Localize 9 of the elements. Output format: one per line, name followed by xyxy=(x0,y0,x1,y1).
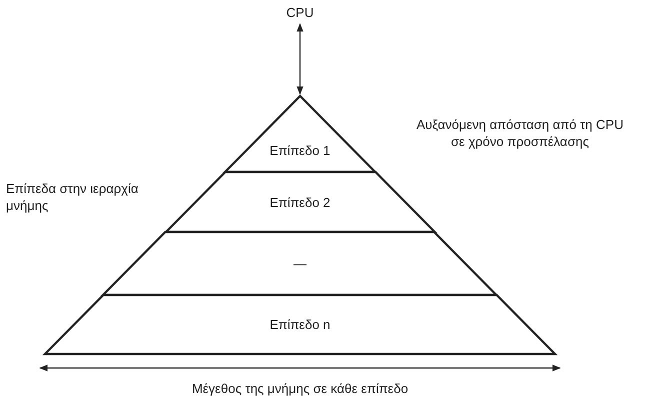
level-label: Επίπεδο n xyxy=(268,316,332,333)
level-label: — xyxy=(292,255,308,272)
level-label: Επίπεδο 1 xyxy=(268,142,332,158)
annotation-text: Επίπεδα στην ιεραρχία μνήμης xyxy=(6,180,140,214)
arrow xyxy=(296,23,304,95)
axis-caption: Μέγεθος της μνήμης σε κάθε επίπεδο xyxy=(190,380,410,397)
processor-label: CPU xyxy=(280,4,320,21)
annotation-text: Αυξανόμενη απόσταση από τη CPU σε χρόνο προσπέλασης xyxy=(416,116,624,150)
level-label: Επίπεδο 2 xyxy=(268,194,332,210)
